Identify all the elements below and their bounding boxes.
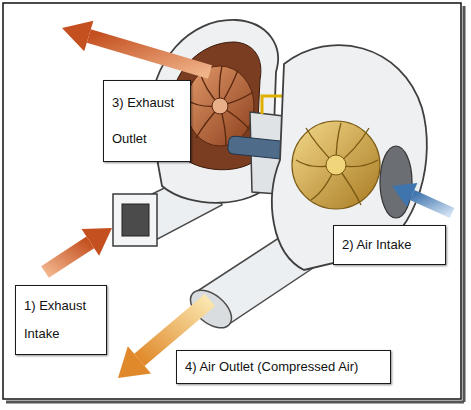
label-text: 1) Exhaust Intake [24,292,98,348]
flange-opening [122,204,149,236]
label-text: 4) Air Outlet (Compressed Air) [185,358,382,376]
picture-frame [3,3,464,402]
turbine-wheel [186,66,254,146]
frame-border [3,3,461,399]
compressor-hub [326,155,346,175]
pipe-flange [113,194,157,246]
label-box: 4) Air Outlet (Compressed Air) [176,350,391,384]
label-text: 2) Air Intake [342,236,437,254]
turbine-blades [187,66,253,145]
label-box: 2) Air Intake [333,225,446,265]
compressor-wheel [292,121,380,209]
label-box: 1) Exhaust Intake [15,285,107,355]
frame-shadow [463,6,466,402]
label-box: 3) Exhaust Outlet [103,80,191,162]
air-intake-arrowhead [392,183,417,207]
label-text: 3) Exhaust Outlet [112,85,182,157]
exhaust-intake-arrow [45,242,90,272]
frame-shadow [6,401,464,404]
exhaust-outlet-arrow [89,36,210,72]
exhaust-intake-arrowhead [82,228,113,256]
compressor-blades [296,123,378,205]
intake-opening [380,146,412,218]
exhaust-outlet-arrowhead [62,21,93,52]
air-outlet-arrowhead [118,346,151,378]
air-intake-arrow [412,195,452,213]
oil-line [262,88,284,114]
turbine-hub [212,98,228,114]
